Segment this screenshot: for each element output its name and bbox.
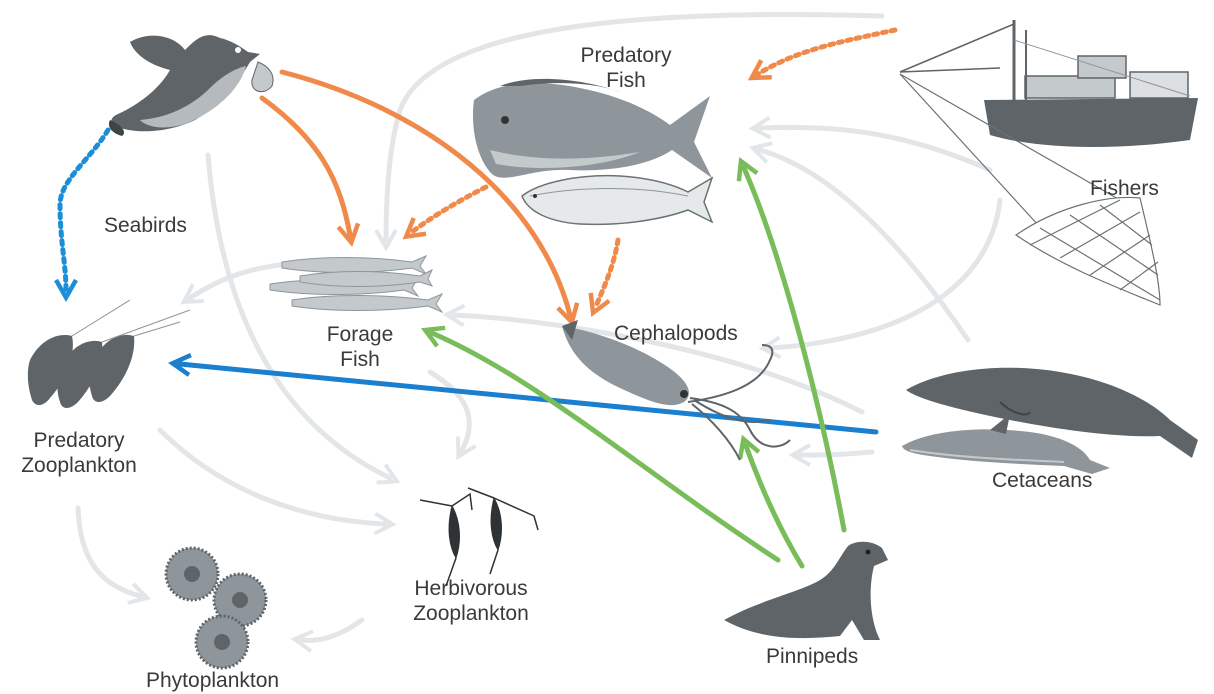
link-boat-to-predatoryfish <box>758 30 895 74</box>
link-predzoo-to-phyto <box>78 508 140 596</box>
link-forage-to-predzoo <box>190 264 290 298</box>
label-cetaceans: Cetaceans <box>992 468 1092 493</box>
salmon-icon <box>522 176 712 225</box>
label-forage-fish-line2: Fish <box>300 347 420 372</box>
forage-fish-icon <box>270 256 442 312</box>
label-predatory-fish-line2: Fish <box>558 68 694 93</box>
link-predzoo-to-herbzoo <box>160 430 385 524</box>
fishing-boat-icon <box>900 20 1198 147</box>
label-herbivorous-zooplankton-line2: Zooplankton <box>396 601 546 626</box>
link-fishers-to-cephalopods <box>770 200 1000 348</box>
link-seabird-to-herbzoo <box>208 155 390 478</box>
label-predatory-zooplankton: Predatory Zooplankton <box>4 428 154 478</box>
link-pinniped-to-cephalopods <box>746 446 802 566</box>
link-forage-to-herbzoo <box>430 372 469 450</box>
label-herbivorous-zooplankton: Herbivorous Zooplankton <box>396 576 546 626</box>
link-predfish-to-cephalopods <box>596 240 618 306</box>
link-cetacean-to-cephalopods <box>800 452 872 455</box>
link-seabird-to-forage <box>262 98 350 235</box>
label-forage-fish-line1: Forage <box>300 322 420 347</box>
label-predatory-fish: Predatory Fish <box>558 43 694 93</box>
label-predatory-fish-line1: Predatory <box>558 43 694 68</box>
link-predfish-to-forage <box>412 187 486 232</box>
label-forage-fish: Forage Fish <box>300 322 420 372</box>
label-seabirds: Seabirds <box>104 213 187 238</box>
label-predatory-zooplankton-line1: Predatory <box>4 428 154 453</box>
label-phytoplankton: Phytoplankton <box>146 668 279 693</box>
label-predatory-zooplankton-line2: Zooplankton <box>4 453 154 478</box>
sea-lion-icon <box>724 542 888 640</box>
shrimp-icon <box>28 300 190 408</box>
copepod-icon <box>420 488 538 586</box>
link-herbzoo-to-phyto <box>302 620 362 640</box>
seabird-icon <box>109 35 273 136</box>
link-seabird-to-predzoo <box>60 130 108 290</box>
label-pinnipeds: Pinnipeds <box>766 644 858 669</box>
label-fishers: Fishers <box>1090 176 1159 201</box>
label-cephalopods: Cephalopods <box>614 321 738 346</box>
predatory-fish-icon <box>473 79 712 178</box>
phytoplankton-icon <box>166 548 266 668</box>
label-herbivorous-zooplankton-line1: Herbivorous <box>396 576 546 601</box>
